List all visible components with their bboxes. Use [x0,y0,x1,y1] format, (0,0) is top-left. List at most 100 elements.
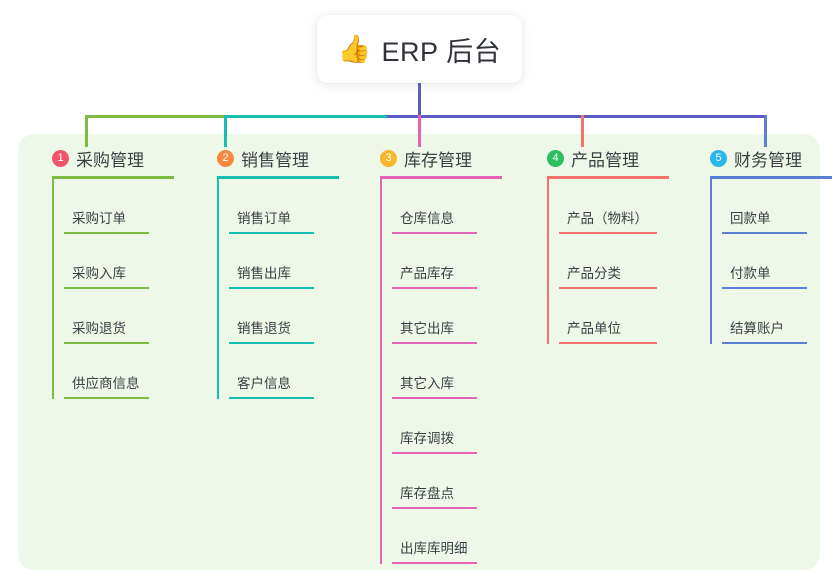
leaf-label: 出库库明细 [400,541,468,556]
leaf-item[interactable]: 产品单位 [547,289,685,344]
leaf-underline [722,342,807,344]
leaf-item[interactable]: 库存调拨 [380,399,518,454]
leaf-item[interactable]: 仓库信息 [380,179,518,234]
branch-leaf-list: 产品（物料） 产品分类产品单位 [525,179,685,344]
leaf-item[interactable]: 出库库明细 [380,509,518,564]
leaf-underline [722,287,807,289]
leaf-label: 采购入库 [72,266,126,281]
leaf-label: 产品（物料） [567,211,648,226]
leaf-underline [392,507,477,509]
leaf-label: 其它出库 [400,321,454,336]
branch-title: 产品管理 [571,150,639,170]
leaf-item[interactable]: 库存盘点 [380,454,518,509]
leaf-label: 库存盘点 [400,486,454,501]
leaf-item[interactable]: 回款单 [710,179,839,234]
leaf-underline [64,232,149,234]
leaf-item[interactable]: 销售订单 [217,179,355,234]
leaf-underline [559,342,657,344]
leaf-label: 产品库存 [400,266,454,281]
leaf-underline [559,232,657,234]
thumbs-up-icon: 👍 [337,33,372,64]
leaf-label: 回款单 [730,211,771,226]
leaf-item[interactable]: 客户信息 [217,344,355,399]
branch-spine [547,179,549,344]
leaf-underline [229,287,314,289]
leaf-item[interactable]: 产品（物料） [547,179,685,234]
branch-number-badge: 5 [710,149,727,167]
branch-header-3[interactable]: 3 库存管理 [358,146,518,170]
leaf-underline [229,397,314,399]
branches-panel [18,134,820,570]
leaf-item[interactable]: 供应商信息 [52,344,190,399]
branch-column-4: 4 产品管理产品（物料） 产品分类产品单位 [525,146,685,344]
branch-spine [710,179,712,344]
branch-underline [380,176,502,179]
branch-underline [710,176,832,179]
leaf-label: 产品分类 [567,266,621,281]
leaf-underline [559,287,657,289]
branch-leaf-list: 回款单付款单结算账户 [688,179,839,344]
leaf-item[interactable]: 销售出库 [217,234,355,289]
connector-bar-segment-1 [85,115,225,118]
branch-underline [217,176,339,179]
branch-number-badge: 4 [547,149,564,167]
leaf-label: 销售退货 [237,321,291,336]
leaf-label: 库存调拨 [400,431,454,446]
leaf-item[interactable]: 付款单 [710,234,839,289]
connector-drop-1 [85,115,88,147]
leaf-underline [392,452,477,454]
leaf-label: 仓库信息 [400,211,454,226]
branch-title: 采购管理 [76,150,144,170]
branch-column-3: 3 库存管理仓库信息产品库存其它出库其它入库库存调拨库存盘点出库库明细 [358,146,518,564]
branch-leaf-list: 销售订单销售出库销售退货客户信息 [195,179,355,399]
leaf-label: 采购订单 [72,211,126,226]
root-node[interactable]: 👍 ERP 后台 [317,15,522,83]
branch-spine [217,179,219,399]
leaf-item[interactable]: 结算账户 [710,289,839,344]
leaf-item[interactable]: 其它出库 [380,289,518,344]
branch-number-badge: 2 [217,149,234,167]
root-stem [418,83,421,117]
leaf-item[interactable]: 采购入库 [52,234,190,289]
leaf-underline [392,397,477,399]
connector-drop-3 [418,115,421,147]
connector-drop-2 [224,115,227,147]
root-label: ERP 后台 [381,36,502,67]
leaf-underline [392,287,477,289]
leaf-underline [392,232,477,234]
branch-number-badge: 3 [380,149,397,167]
leaf-underline [64,397,149,399]
leaf-item[interactable]: 产品库存 [380,234,518,289]
leaf-item[interactable]: 采购订单 [52,179,190,234]
connector-drop-4 [581,115,584,147]
branch-underline [547,176,669,179]
branch-leaf-list: 仓库信息产品库存其它出库其它入库库存调拨库存盘点出库库明细 [358,179,518,564]
leaf-item[interactable]: 销售退货 [217,289,355,344]
branch-title: 库存管理 [404,150,472,170]
leaf-item[interactable]: 采购退货 [52,289,190,344]
branch-header-4[interactable]: 4 产品管理 [525,146,685,170]
leaf-label: 销售订单 [237,211,291,226]
branch-spine [380,179,382,564]
leaf-label: 供应商信息 [72,376,140,391]
leaf-underline [64,287,149,289]
leaf-underline [64,342,149,344]
connector-bar-segment-2 [224,115,388,118]
branch-spine [52,179,54,399]
leaf-underline [722,232,807,234]
leaf-underline [392,562,477,564]
leaf-underline [392,342,477,344]
connector-bar-segment-3 [387,115,767,118]
leaf-item[interactable]: 产品分类 [547,234,685,289]
leaf-label: 付款单 [730,266,771,281]
leaf-item[interactable]: 其它入库 [380,344,518,399]
leaf-underline [229,342,314,344]
leaf-label: 结算账户 [730,321,784,336]
